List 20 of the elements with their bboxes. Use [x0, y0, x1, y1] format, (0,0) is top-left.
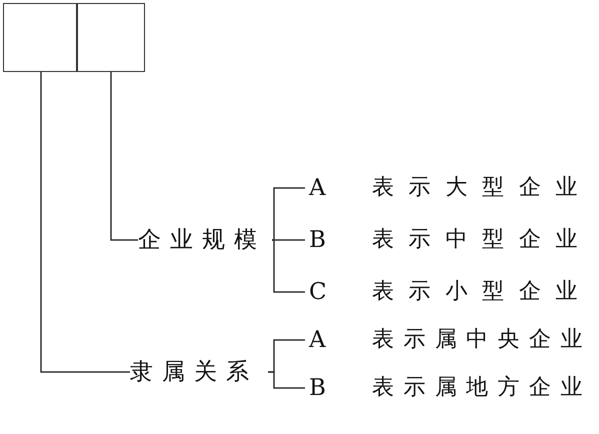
description-text: 表示小型企业: [372, 278, 592, 306]
connector-line: [272, 239, 305, 293]
category-label: 隶属关系: [130, 358, 268, 386]
letter-code: A: [305, 326, 335, 354]
connector-line: [272, 187, 305, 241]
connector-line: [110, 72, 138, 241]
connector-line: [272, 239, 305, 241]
description-text: 表示属地方企业: [372, 374, 592, 402]
empty-box: [76, 3, 145, 72]
empty-box: [3, 3, 78, 72]
letter-code: B: [305, 226, 335, 254]
category-label: 企业规模: [138, 226, 272, 254]
connector-line: [268, 371, 305, 389]
description-text: 表示中型企业: [372, 226, 592, 254]
letter-code: A: [305, 174, 335, 202]
connector-line: [40, 72, 130, 373]
description-text: 表示属中央企业: [372, 326, 592, 354]
letter-code: B: [305, 374, 335, 402]
letter-code: C: [305, 278, 335, 306]
description-text: 表示大型企业: [372, 174, 592, 202]
